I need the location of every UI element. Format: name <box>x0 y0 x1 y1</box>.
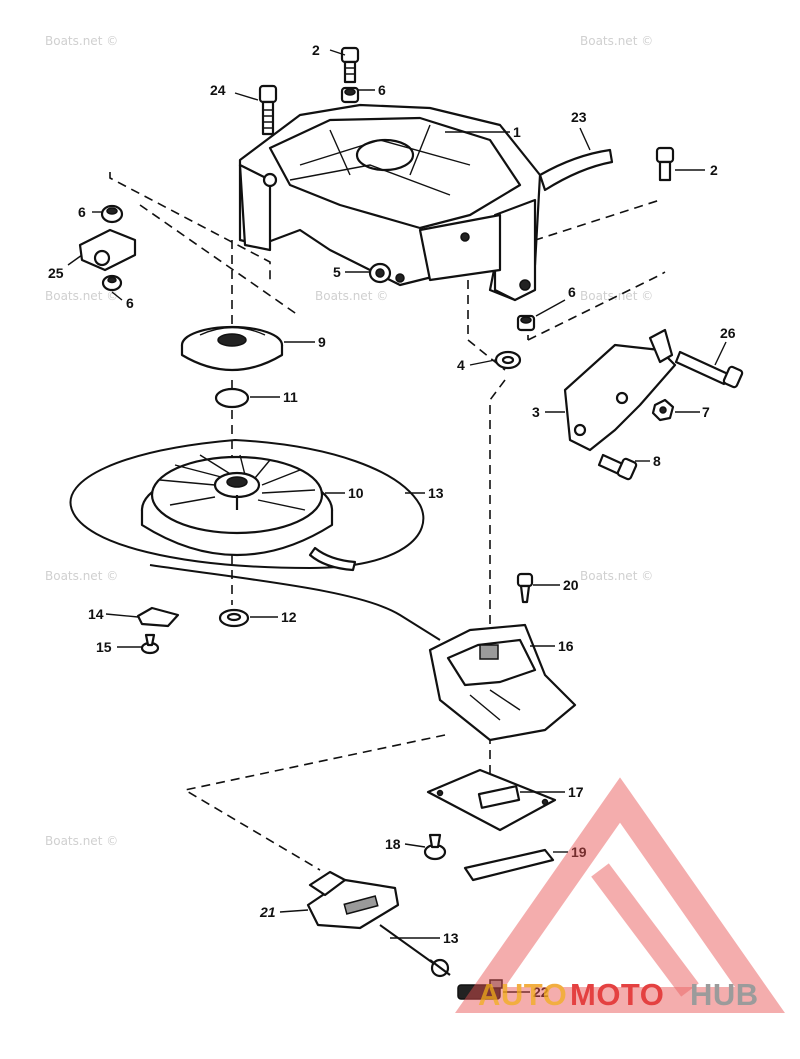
callout-2: 2 <box>312 42 320 58</box>
strip-19 <box>463 848 555 882</box>
callout-12: 12 <box>281 609 297 625</box>
callout-4: 4 <box>457 357 465 373</box>
watermark: Boats.net © <box>580 34 653 48</box>
callout-2: 2 <box>710 162 718 178</box>
callout-21: 21 <box>259 904 276 920</box>
cap-11 <box>214 387 250 409</box>
nut-6-left-bottom <box>101 274 123 292</box>
rope-end-13 <box>379 924 451 978</box>
callout-labels: 2 6 24 1 23 2 6 25 6 5 6 26 4 3 7 8 9 11… <box>48 42 736 1000</box>
screw-15 <box>140 633 160 655</box>
callout-6: 6 <box>78 204 86 220</box>
callout-5: 5 <box>333 264 341 280</box>
clip-14 <box>136 606 180 628</box>
logo-hub: HUB <box>690 977 759 1012</box>
logo-auto: AUTO <box>478 977 567 1012</box>
callout-10: 10 <box>348 485 364 501</box>
callout-11: 11 <box>283 389 298 405</box>
spring-cup-9 <box>180 325 284 371</box>
handle-21 <box>306 870 400 930</box>
starter-rope-13 <box>69 438 441 641</box>
watermark: Boats.net © <box>45 569 118 583</box>
bolt-8 <box>597 453 638 481</box>
nut-7 <box>651 398 675 422</box>
screw-18 <box>423 833 447 861</box>
washer-4 <box>494 350 522 370</box>
callout-6: 6 <box>126 295 134 311</box>
watermark: Boats.net © <box>45 834 118 848</box>
nut-6-top <box>340 86 360 104</box>
rope-guide-16 <box>428 623 577 742</box>
callout-16: 16 <box>558 638 574 654</box>
bolt-24 <box>258 84 278 136</box>
callout-14: 14 <box>88 606 104 622</box>
bracket-3 <box>563 328 677 452</box>
callout-19: 19 <box>571 844 587 860</box>
watermark: Boats.net © <box>45 289 118 303</box>
callout-23: 23 <box>571 109 587 125</box>
bolt-2-top <box>340 46 360 84</box>
nut-6-left-top <box>100 204 124 224</box>
watermark: Boats.net © <box>580 569 653 583</box>
callout-9: 9 <box>318 334 326 350</box>
bolt-2-right <box>655 146 675 182</box>
callout-26: 26 <box>720 325 736 341</box>
callout-13: 13 <box>443 930 459 946</box>
callout-6: 6 <box>568 284 576 300</box>
callout-24: 24 <box>210 82 226 98</box>
automotohub-logo: AUTO MOTO HUB <box>455 777 785 1013</box>
decal-23 <box>538 148 614 192</box>
callout-25: 25 <box>48 265 64 281</box>
logo-moto: MOTO <box>570 977 664 1012</box>
callout-1: 1 <box>513 124 521 140</box>
callout-3: 3 <box>532 404 540 420</box>
screw-20 <box>516 572 534 604</box>
watermark: Boats.net © <box>45 34 118 48</box>
callout-22: 22 <box>533 984 549 1000</box>
callout-15: 15 <box>96 639 112 655</box>
callout-20: 20 <box>563 577 579 593</box>
watermark: Boats.net © <box>315 289 388 303</box>
callout-17: 17 <box>568 784 584 800</box>
pulley-10 <box>140 454 334 556</box>
nut-6-right <box>516 314 536 332</box>
assembly-lines <box>109 172 666 871</box>
washer-12 <box>218 608 250 628</box>
anchor-22 <box>457 979 503 1000</box>
bracket-25 <box>78 228 137 272</box>
leader-lines <box>67 49 727 993</box>
bolt-26 <box>674 350 744 389</box>
plate-17 <box>426 768 557 832</box>
grommet-5 <box>368 262 392 284</box>
callout-8: 8 <box>653 453 661 469</box>
callout-13: 13 <box>428 485 444 501</box>
callout-6: 6 <box>378 82 386 98</box>
callout-7: 7 <box>702 404 710 420</box>
callout-18: 18 <box>385 836 401 852</box>
rewind-housing <box>238 103 542 302</box>
